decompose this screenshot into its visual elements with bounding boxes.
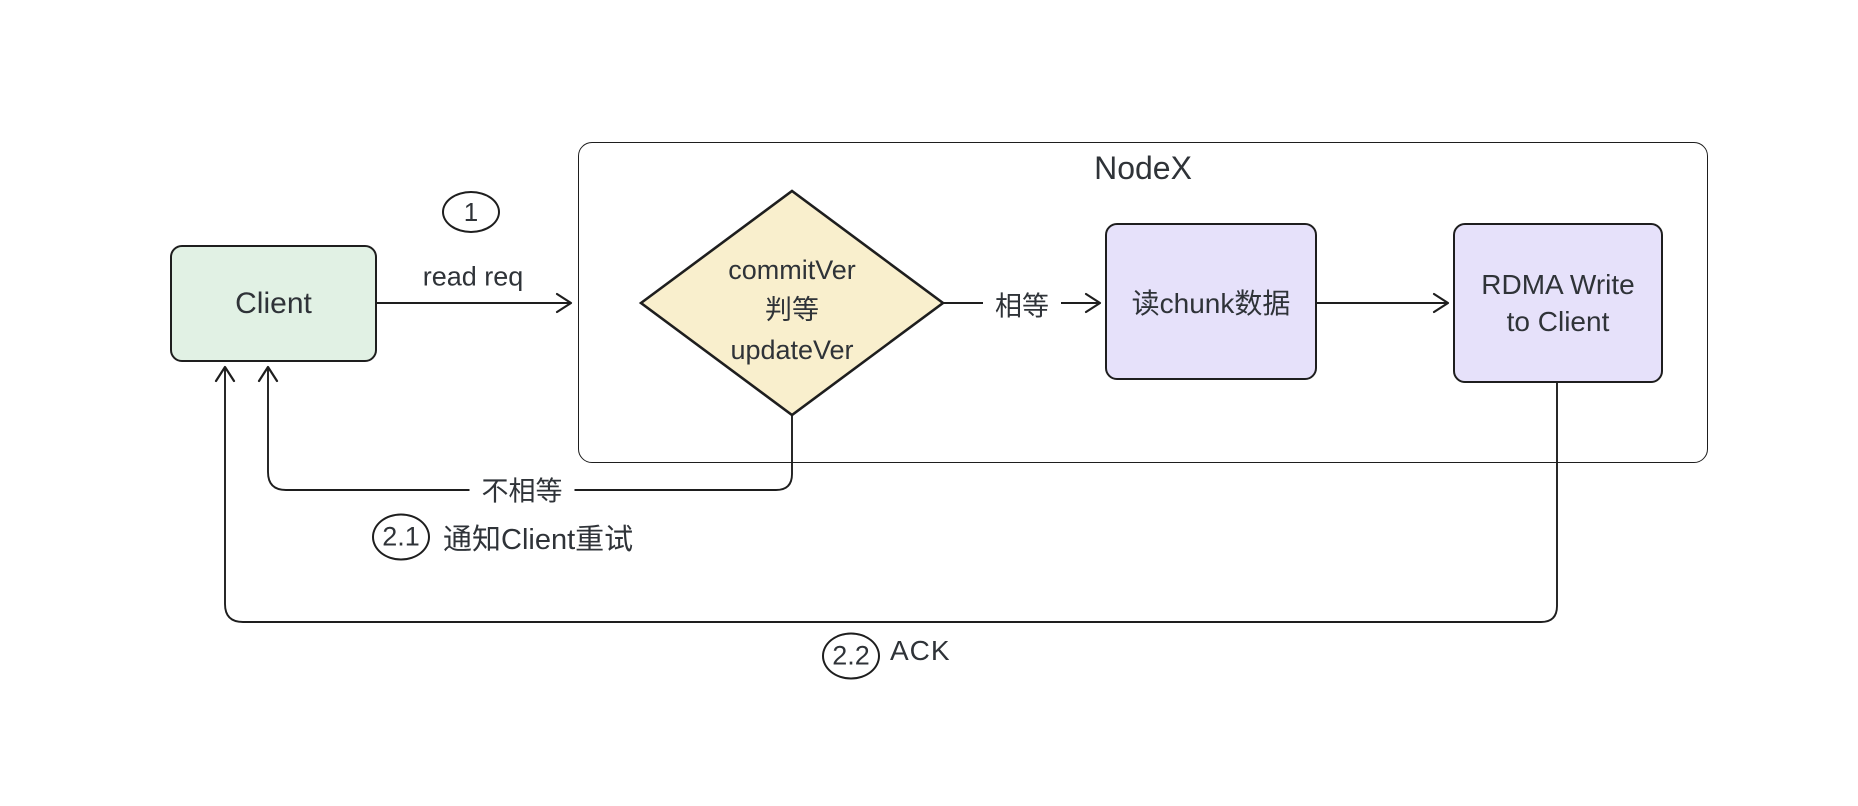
decision-label: commitVer 判等 updateVer	[641, 250, 943, 370]
step-2-2-badge: 2.2	[822, 632, 880, 680]
read-req-label: read req	[422, 261, 524, 292]
nodex-title: NodeX	[1094, 150, 1192, 186]
rdma-write-node-line1: RDMA Write	[1481, 269, 1635, 300]
step-1-badge: 1	[442, 191, 500, 233]
equal-label: 相等	[983, 284, 1061, 324]
rdma-write-node: RDMA Write to Client	[1453, 223, 1663, 383]
decision-label-line3: updateVer	[730, 335, 854, 365]
decision-label-line1: commitVer	[728, 255, 856, 285]
read-chunk-node-label: 读chunk数据	[1131, 287, 1291, 319]
client-node: Client	[170, 245, 377, 362]
ack-label: ACK	[890, 635, 951, 666]
client-node-label: Client	[235, 286, 312, 320]
rdma-write-node-line2: to Client	[1506, 306, 1610, 337]
step-2-1-badge: 2.1	[372, 513, 430, 561]
read-chunk-node: 读chunk数据	[1105, 223, 1317, 380]
decision-label-line2: 判等	[765, 295, 819, 325]
not-equal-label: 不相等	[469, 469, 575, 509]
retry-label: 通知Client重试	[443, 524, 634, 556]
